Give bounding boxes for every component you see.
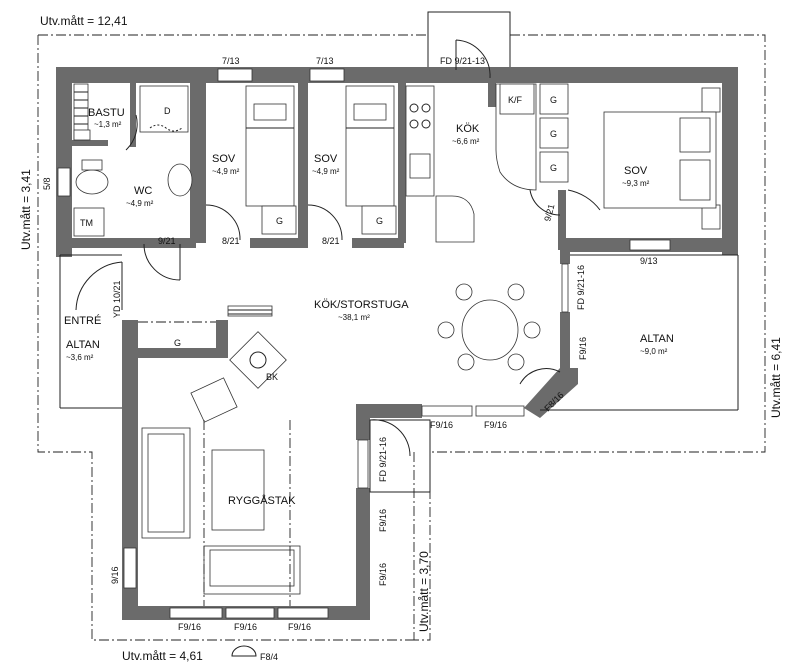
opening-821b: 8/21 <box>322 236 340 246</box>
room-altan-left: ALTAN <box>66 339 100 351</box>
opening-916-b: F9/16 <box>484 420 507 430</box>
opening-916-a: F9/16 <box>430 420 453 430</box>
dim-top: Utv.mått = 12,41 <box>40 14 128 28</box>
fixture-g-5: G <box>550 129 557 139</box>
opening-fd-mid: FD 9/21-16 <box>378 437 388 482</box>
fixture-g-3: G <box>174 338 181 348</box>
fixture-tm: TM <box>80 218 93 228</box>
ryggastak-lines <box>138 321 291 606</box>
dim-bottom: Utv.mått = 4,61 <box>122 649 203 663</box>
room-sov-1-area: ~4,9 m² <box>212 167 240 176</box>
fixture-g-6: G <box>550 163 557 173</box>
walls <box>56 67 738 620</box>
dim-middle: Utv.mått = 3,70 <box>417 551 431 632</box>
fixture-d: D <box>164 106 171 116</box>
opening-916-m1: F9/16 <box>378 509 388 532</box>
furniture <box>73 83 717 595</box>
room-bastu: BASTU <box>88 107 125 119</box>
opening-916-left: 9/16 <box>110 566 120 584</box>
opening-916-b1: F9/16 <box>178 622 201 632</box>
room-sov-3: SOV <box>624 165 648 177</box>
room-sov-3-area: ~9,3 m² <box>622 179 650 188</box>
dim-right: Utv.mått = 6,41 <box>769 337 783 418</box>
opening-916-right: F9/16 <box>578 337 588 360</box>
room-storstuga: KÖK/STORSTUGA <box>314 299 409 311</box>
room-storstuga-area: ~38,1 m² <box>338 313 370 322</box>
room-altan-right-area: ~9,0 m² <box>640 347 668 356</box>
fixture-kf: K/F <box>508 95 523 105</box>
opening-713a: 7/13 <box>222 56 240 66</box>
room-kok: KÖK <box>456 123 480 135</box>
opening-916-b3: F9/16 <box>288 622 311 632</box>
room-wc-area: ~4,9 m² <box>126 199 154 208</box>
room-kok-area: ~6,6 m² <box>452 137 480 146</box>
room-wc: WC <box>134 185 152 197</box>
opening-713b: 7/13 <box>316 56 334 66</box>
opening-fd-top: FD 9/21-13 <box>440 56 485 66</box>
room-ryggastak: RYGGÅSTAK <box>228 494 296 507</box>
room-entre: ENTRÉ <box>64 314 101 327</box>
room-bastu-area: ~1,3 m² <box>94 120 122 129</box>
opening-921a: 9/21 <box>158 236 176 246</box>
symbol-label: F8/4 <box>260 652 278 662</box>
overhang-outline <box>37 34 766 641</box>
room-sov-1: SOV <box>212 153 236 165</box>
opening-913: 9/13 <box>640 256 658 266</box>
fixture-g-4: G <box>550 95 557 105</box>
opening-fd-right: FD 9/21-16 <box>576 265 586 310</box>
room-altan-left-area: ~3,6 m² <box>66 353 94 362</box>
room-sov-2-area: ~4,9 m² <box>312 167 340 176</box>
fixture-g-2: G <box>376 216 383 226</box>
fixture-bk: BK <box>266 372 278 382</box>
room-altan-right: ALTAN <box>640 333 674 345</box>
opening-yd: YD 10/21 <box>112 280 122 318</box>
fixture-g-1: G <box>276 216 283 226</box>
dim-left: Utv.mått = 3,41 <box>19 169 33 250</box>
opening-58: 5/8 <box>42 177 52 190</box>
opening-916-m2: F9/16 <box>378 563 388 586</box>
symbol-f84 <box>231 645 257 657</box>
room-sov-2: SOV <box>314 153 338 165</box>
opening-821a: 8/21 <box>222 236 240 246</box>
opening-921b: 9/21 <box>542 203 556 223</box>
opening-916-b2: F9/16 <box>234 622 257 632</box>
windows <box>57 68 721 619</box>
